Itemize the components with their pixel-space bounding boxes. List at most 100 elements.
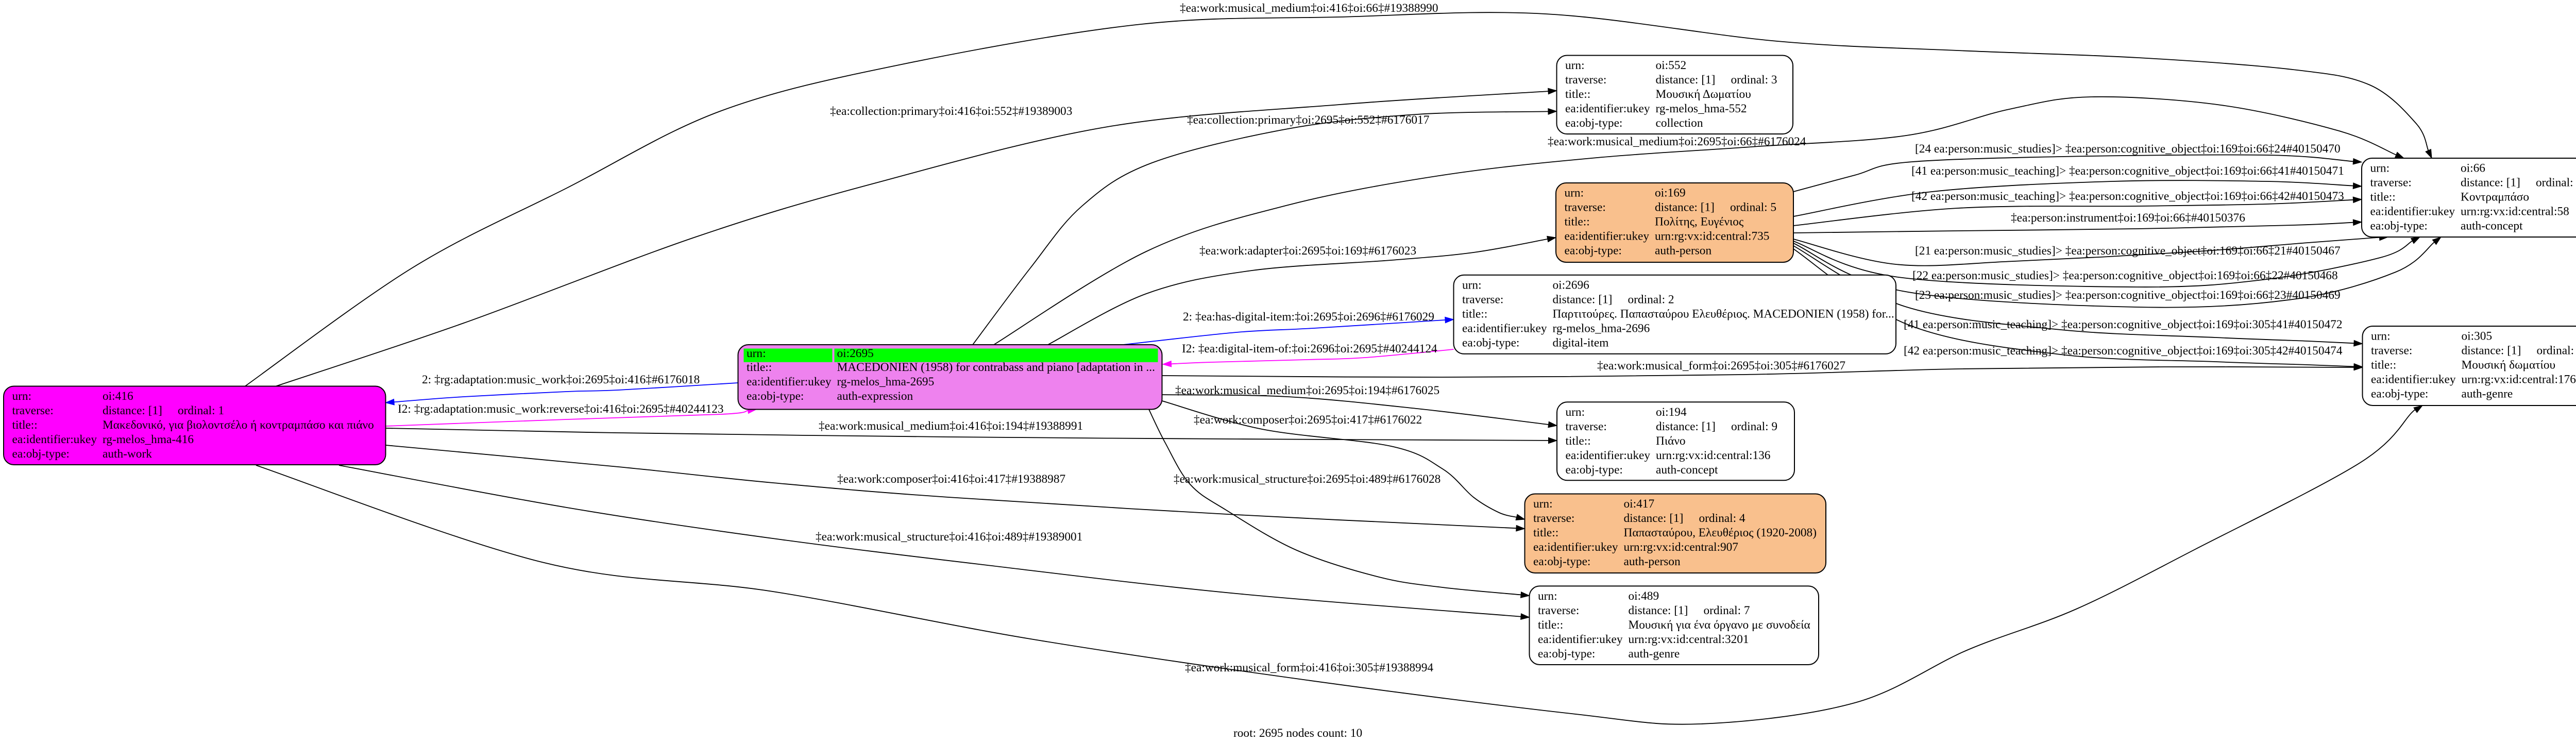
svg-text:urn:: urn: (2370, 162, 2390, 175)
svg-text:ea:identifier:ukey: ea:identifier:ukey (2371, 373, 2456, 386)
svg-text:ea:identifier:ukey: ea:identifier:ukey (747, 375, 832, 389)
svg-text:title::: title:: (1565, 215, 1590, 229)
svg-text:Πιάνο: Πιάνο (1656, 434, 1686, 448)
svg-text:ordinal: 6: ordinal: 6 (2537, 344, 2576, 358)
svg-text:rg-melos_hma-552: rg-melos_hma-552 (1656, 102, 1747, 115)
svg-text:traverse:: traverse: (1565, 73, 1606, 87)
svg-text:I2: ‡rg:adaptation:music_work:: I2: ‡rg:adaptation:music_work:reverse‡oi… (398, 402, 724, 416)
svg-text:oi:552: oi:552 (1656, 59, 1687, 72)
svg-text:traverse:: traverse: (1538, 604, 1579, 617)
svg-text:ordinal: 2: ordinal: 2 (1628, 293, 1674, 306)
svg-text:ordinal: 8: ordinal: 8 (2536, 176, 2576, 190)
svg-text:auth-work: auth-work (103, 447, 152, 461)
svg-text:distance: [1]: distance: [1] (2461, 176, 2520, 190)
svg-text:‡ea:work:musical_form‡oi:416‡o: ‡ea:work:musical_form‡oi:416‡oi:305‡#193… (1185, 661, 1433, 674)
svg-text:Μουσική για ένα όργανο με συνο: Μουσική για ένα όργανο με συνοδεία (1629, 618, 1810, 632)
svg-text:ea:obj-type:: ea:obj-type: (2370, 219, 2428, 233)
svg-text:ea:identifier:ukey: ea:identifier:ukey (12, 433, 97, 446)
svg-text:distance: [1]: distance: [1] (1624, 512, 1684, 525)
svg-text:title::: title:: (1462, 307, 1487, 320)
svg-text:ordinal: 1: ordinal: 1 (178, 404, 224, 417)
svg-text:title::: title:: (2370, 191, 2396, 204)
svg-text:traverse:: traverse: (1566, 420, 1607, 433)
svg-text:distance: [1]: distance: [1] (2462, 344, 2521, 358)
svg-text:Παπασταύρου, Ελευθέριος (1920-: Παπασταύρου, Ελευθέριος (1920-2008) (1624, 526, 1817, 539)
svg-text:rg-melos_hma-416: rg-melos_hma-416 (103, 433, 194, 446)
svg-text:ea:obj-type:: ea:obj-type: (747, 390, 804, 403)
svg-text:auth-person: auth-person (1655, 244, 1711, 258)
svg-text:traverse:: traverse: (1462, 293, 1503, 306)
svg-text:traverse:: traverse: (1533, 512, 1574, 525)
svg-text:Μουσική δωματίου: Μουσική δωματίου (2462, 359, 2556, 372)
svg-text:‡ea:work:adapter‡oi:2695‡oi:16: ‡ea:work:adapter‡oi:2695‡oi:169‡#6176023 (1199, 244, 1416, 258)
svg-text:‡ea:person:instrument‡oi:169‡o: ‡ea:person:instrument‡oi:169‡oi:66‡#4015… (2011, 211, 2245, 225)
svg-text:oi:416: oi:416 (103, 390, 133, 403)
svg-text:title::: title:: (12, 418, 38, 432)
svg-text:[41 ea:person:music_teaching]>: [41 ea:person:music_teaching]> ‡ea:perso… (1904, 318, 2343, 331)
svg-text:‡ea:work:musical_medium‡oi:269: ‡ea:work:musical_medium‡oi:2695‡oi:66‡#6… (1548, 135, 1806, 148)
svg-text:traverse:: traverse: (12, 404, 54, 417)
svg-text:urn:rg:vx:id:central:136: urn:rg:vx:id:central:136 (1656, 449, 1770, 462)
svg-text:urn:: urn: (1565, 59, 1585, 72)
svg-text:traverse:: traverse: (2370, 176, 2412, 190)
svg-text:rg-melos_hma-2695: rg-melos_hma-2695 (837, 375, 935, 389)
svg-text:title::: title:: (1538, 618, 1563, 632)
svg-text:urn:: urn: (1566, 406, 1585, 419)
svg-text:Κοντραμπάσο: Κοντραμπάσο (2461, 191, 2529, 204)
svg-text:ea:identifier:ukey: ea:identifier:ukey (1566, 449, 1651, 462)
svg-text:‡ea:collection:primary‡oi:2695: ‡ea:collection:primary‡oi:2695‡oi:552‡#6… (1187, 113, 1429, 127)
svg-text:auth-expression: auth-expression (837, 390, 913, 403)
svg-text:I2: ‡ea:digital-item-of:‡oi:26: I2: ‡ea:digital-item-of:‡oi:2696‡oi:2695… (1182, 342, 1437, 356)
svg-text:oi:169: oi:169 (1655, 187, 1686, 200)
svg-text:ea:obj-type:: ea:obj-type: (1565, 116, 1622, 130)
svg-text:ea:identifier:ukey: ea:identifier:ukey (1533, 541, 1618, 554)
svg-text:urn:: urn: (747, 347, 766, 360)
svg-text:ea:identifier:ukey: ea:identifier:ukey (1565, 102, 1650, 115)
svg-text:‡ea:work:musical_structure‡oi:: ‡ea:work:musical_structure‡oi:2695‡oi:48… (1174, 472, 1440, 486)
svg-text:auth-concept: auth-concept (1656, 463, 1718, 477)
svg-text:oi:66: oi:66 (2461, 162, 2485, 175)
svg-text:urn:rg:vx:id:central:735: urn:rg:vx:id:central:735 (1655, 230, 1769, 243)
svg-text:ordinal: 9: ordinal: 9 (1731, 420, 1777, 433)
svg-text:distance: [1]: distance: [1] (103, 404, 162, 417)
svg-text:Μουσική Δωματίου: Μουσική Δωματίου (1656, 88, 1751, 101)
svg-text:‡ea:work:musical_medium‡oi:416: ‡ea:work:musical_medium‡oi:416‡oi:66‡#19… (1180, 2, 1438, 15)
svg-text:ea:obj-type:: ea:obj-type: (1538, 647, 1595, 661)
svg-text:title::: title:: (2371, 359, 2396, 372)
svg-text:traverse:: traverse: (1565, 201, 1606, 214)
svg-text:distance: [1]: distance: [1] (1656, 73, 1716, 87)
svg-text:digital-item: digital-item (1553, 336, 1609, 349)
svg-text:oi:2696: oi:2696 (1553, 278, 1589, 292)
svg-text:Παρτιτούρες. Παπασταύρου Ελευθ: Παρτιτούρες. Παπασταύρου Ελευθέριος. MAC… (1553, 307, 1894, 320)
svg-text:urn:: urn: (12, 390, 32, 403)
svg-text:urn:: urn: (1462, 278, 1482, 292)
svg-text:[42 ea:person:music_teaching]>: [42 ea:person:music_teaching]> ‡ea:perso… (1911, 190, 2344, 203)
svg-text:ea:identifier:ukey: ea:identifier:ukey (1462, 322, 1547, 335)
svg-text:2: ‡rg:adaptation:music_work‡o: 2: ‡rg:adaptation:music_work‡oi:2695‡oi:… (422, 373, 700, 386)
svg-text:ea:obj-type:: ea:obj-type: (1565, 244, 1622, 258)
svg-text:distance: [1]: distance: [1] (1656, 420, 1716, 433)
svg-text:urn:rg:vx:id:central:3201: urn:rg:vx:id:central:3201 (1629, 633, 1749, 646)
svg-text:distance: [1]: distance: [1] (1655, 201, 1715, 214)
svg-text:‡ea:work:musical_form‡oi:2695‡: ‡ea:work:musical_form‡oi:2695‡oi:305‡#61… (1597, 359, 1845, 373)
svg-text:‡ea:work:composer‡oi:2695‡oi:4: ‡ea:work:composer‡oi:2695‡oi:417‡#617602… (1194, 413, 1422, 427)
svg-text:ea:obj-type:: ea:obj-type: (12, 447, 70, 461)
svg-text:[24 ea:person:music_studies]>: [24 ea:person:music_studies]> ‡ea:person… (1915, 142, 2341, 156)
svg-text:traverse:: traverse: (2371, 344, 2412, 358)
svg-text:ea:identifier:ukey: ea:identifier:ukey (1565, 230, 1650, 243)
svg-text:urn:: urn: (2371, 330, 2391, 343)
svg-text:‡ea:work:musical_structure‡oi:: ‡ea:work:musical_structure‡oi:416‡oi:489… (816, 530, 1082, 544)
svg-text:oi:417: oi:417 (1624, 497, 1655, 511)
svg-text:oi:489: oi:489 (1629, 589, 1659, 603)
svg-text:ordinal: 7: ordinal: 7 (1704, 604, 1750, 617)
svg-text:auth-genre: auth-genre (1629, 647, 1680, 661)
svg-text:ea:obj-type:: ea:obj-type: (1533, 555, 1590, 568)
svg-text:title::: title:: (1565, 88, 1590, 101)
svg-text:rg-melos_hma-2696: rg-melos_hma-2696 (1553, 322, 1650, 335)
svg-text:distance: [1]: distance: [1] (1629, 604, 1688, 617)
svg-text:title::: title:: (1533, 526, 1558, 539)
svg-text:ea:obj-type:: ea:obj-type: (2371, 387, 2428, 401)
svg-text:[21 ea:person:music_studies]>: [21 ea:person:music_studies]> ‡ea:person… (1915, 244, 2341, 258)
svg-text:root: 2695 nodes count: 10: root: 2695 nodes count: 10 (1233, 727, 1362, 740)
svg-text:auth-person: auth-person (1624, 555, 1681, 568)
